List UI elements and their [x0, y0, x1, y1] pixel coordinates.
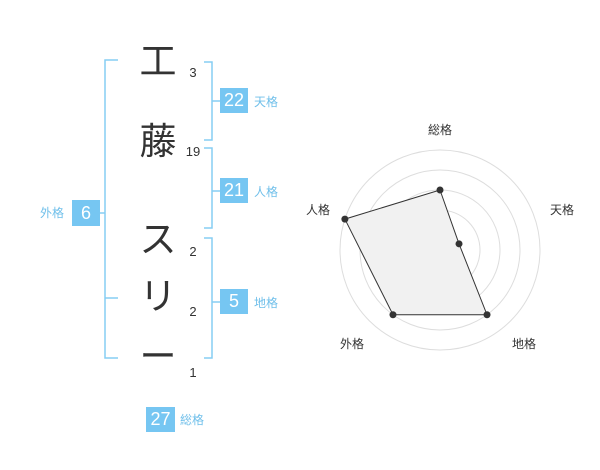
tenkaku-value-badge: 22: [220, 88, 248, 113]
jinkaku-value-badge: 21: [220, 178, 248, 203]
radar-axis-label-5: 人格: [306, 202, 330, 217]
chikaku-bracket: [204, 237, 220, 359]
radar-point-1: [436, 186, 444, 194]
radar-axis-label-2: 天格: [550, 202, 574, 217]
gaikaku-bracket: [100, 59, 118, 359]
gaikaku-label: 外格: [40, 206, 65, 220]
soukaku-label: 総格: [180, 413, 205, 427]
radar-point-4: [389, 311, 397, 319]
radar-axis-label-3: 地格: [512, 336, 536, 351]
name-char-1: 工: [139, 40, 177, 83]
stroke-count-2: 19: [185, 144, 201, 159]
radar-ring-5: [339, 149, 541, 351]
stroke-count-3: 2: [189, 244, 197, 259]
name-char-3: ス: [139, 218, 177, 261]
stroke-count-1: 3: [189, 65, 197, 80]
radar-axis-label-1: 総格: [428, 122, 452, 137]
chikaku-label: 地格: [254, 296, 279, 310]
soukaku-value-badge: 27: [146, 407, 175, 432]
radar-axis-label-4: 外格: [340, 336, 364, 351]
name-char-4: リ: [139, 275, 177, 318]
name-char-2: 藤: [139, 120, 177, 163]
name-char-5: ー: [139, 335, 177, 378]
jinkaku-bracket: [204, 147, 220, 229]
radar-point-3: [483, 311, 491, 319]
tenkaku-label: 天格: [254, 95, 279, 109]
gaikaku-value-badge: 6: [72, 200, 100, 226]
radar-point-2: [455, 240, 463, 248]
chikaku-value-badge: 5: [220, 289, 248, 314]
radar-area: [344, 189, 488, 316]
tenkaku-bracket: [204, 61, 220, 141]
radar-point-5: [341, 215, 349, 223]
jinkaku-label: 人格: [254, 185, 279, 199]
stroke-count-4: 2: [189, 304, 197, 319]
stroke-count-5: 1: [189, 365, 197, 380]
